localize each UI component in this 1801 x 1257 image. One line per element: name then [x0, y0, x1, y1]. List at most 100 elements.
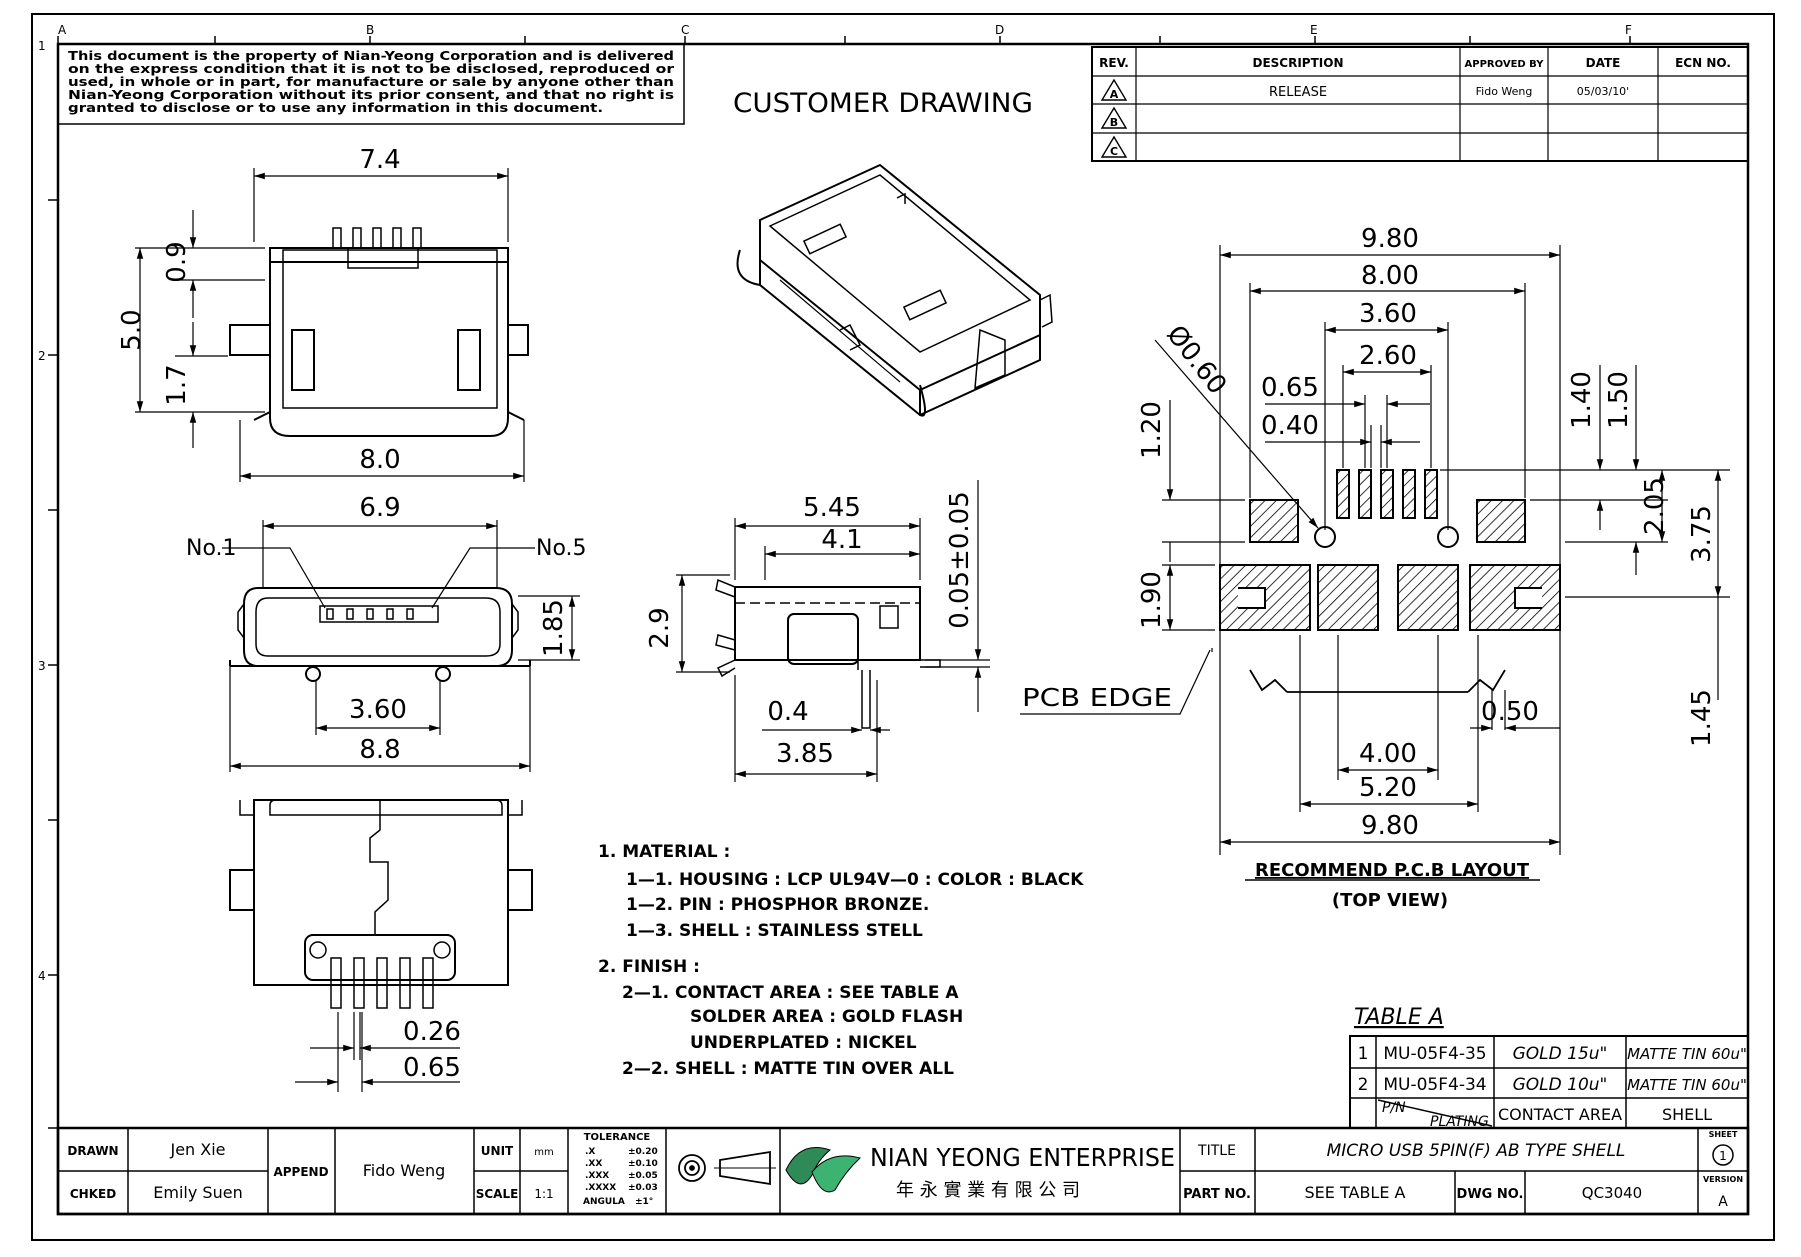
unit-label: UNIT: [481, 1144, 514, 1158]
front-dim-width-top: 7.4: [359, 145, 400, 175]
end-dim-pitch: 3.60: [349, 695, 407, 725]
tolerance-xxxx-val: ±0.03: [628, 1183, 658, 1193]
note-pin: 1—2. PIN : PHOSPHOR BRONZE.: [626, 895, 929, 915]
rev-a-triangle-icon: [1100, 78, 1128, 101]
zone-col-d: D: [995, 23, 1004, 37]
rev-a-label: A: [1110, 88, 1119, 101]
pcb-dim-1-50: 1.50: [1604, 371, 1634, 429]
sheet-value: 1: [1719, 1149, 1727, 1163]
side-dim-length-top: 5.45: [803, 493, 861, 523]
rev-header-ecn: ECN NO.: [1675, 56, 1731, 70]
end-dim-width-bottom: 8.8: [359, 735, 400, 765]
pcb-dim-2-60: 2.60: [1359, 341, 1417, 371]
rev-b-label: B: [1110, 116, 1118, 129]
end-dim-height: 1.85: [539, 599, 569, 657]
rev-header-rev: REV.: [1099, 56, 1129, 70]
sheet-label: SHEET: [1709, 1130, 1738, 1139]
side-dim-coplanarity: 0.05±0.05: [945, 491, 975, 629]
pcb-dim-3-75: 3.75: [1687, 505, 1717, 563]
append-value: Fido Weng: [363, 1161, 446, 1180]
zone-row-4: 4: [38, 969, 46, 983]
note-underplated: UNDERPLATED : NICKEL: [690, 1033, 917, 1053]
pcb-signal-pads: [1336, 469, 1438, 519]
front-dim-height: 5.0: [117, 309, 147, 350]
rev-header-description: DESCRIPTION: [1252, 56, 1343, 70]
drawn-label: DRAWN: [67, 1144, 118, 1158]
zone-col-b: B: [366, 23, 374, 37]
tolerance-x-key: .X: [585, 1147, 595, 1157]
table-a: TABLE A 1 MU-05F4-35 GOLD 15u" MATTE TIN…: [1349, 1005, 1749, 1130]
table-a-row2-no: 2: [1358, 1075, 1369, 1095]
title-label: TITLE: [1197, 1143, 1236, 1159]
dwg-no-label: DWG NO.: [1457, 1187, 1524, 1202]
pcb-layout-subcaption: (TOP VIEW): [1332, 890, 1448, 911]
notice-line-5: granted to disclose or to use any inform…: [68, 100, 603, 115]
tolerance-title: TOLERANCE: [584, 1132, 651, 1143]
end-pin5-label: No.5: [536, 536, 587, 561]
end-pin1-label: No.1: [186, 536, 237, 561]
table-a-footer-shell: SHELL: [1662, 1105, 1712, 1124]
zone-col-c: C: [681, 23, 689, 37]
table-a-footer-pn: P/N: [1382, 1100, 1406, 1116]
side-dim-length-mid: 4.1: [821, 525, 862, 555]
pcb-layout: [1020, 245, 1730, 855]
notice-line-3: used, in whole or in part, for manufactu…: [68, 74, 674, 89]
rev-header-date: DATE: [1586, 56, 1621, 70]
tolerance-x-val: ±0.20: [628, 1147, 658, 1157]
checked-value: Emily Suen: [153, 1183, 242, 1202]
front-view: [135, 168, 529, 482]
note-contact-area: 2—1. CONTACT AREA : SEE TABLE A: [622, 983, 959, 1003]
pcb-dim-8-00: 8.00: [1361, 261, 1419, 291]
end-dim-width-top: 6.9: [359, 493, 400, 523]
notice-line-4: Nian-Yeong Corporation without its prior…: [68, 87, 674, 102]
table-a-title: TABLE A: [1354, 1005, 1444, 1030]
front-dim-0-9: 0.9: [162, 241, 192, 282]
part-no-value: SEE TABLE A: [1305, 1183, 1406, 1202]
rev-a-approved-by: Fido Weng: [1476, 85, 1533, 98]
scale-label: SCALE: [476, 1187, 519, 1201]
company-logo-icon: [785, 1147, 862, 1193]
notice-line-2: on the express condition that it is not …: [68, 61, 675, 76]
zone-row-1: 1: [38, 39, 46, 53]
tolerance-xxx-val: ±0.05: [628, 1171, 658, 1181]
pcb-dim-5-20: 5.20: [1359, 773, 1417, 803]
note-shell-finish: 2—2. SHELL : MATTE TIN OVER ALL: [622, 1059, 954, 1079]
table-a-row2-shell: MATTE TIN 60u": [1627, 1076, 1747, 1094]
drawn-value: Jen Xie: [169, 1140, 225, 1159]
note-finish-heading: 2. FINISH :: [598, 957, 700, 977]
pcb-dim-4-00: 4.00: [1359, 739, 1417, 769]
pcb-pad-right-small: [1476, 499, 1526, 543]
isometric-view: [736, 163, 1053, 417]
dwg-no-value: QC3040: [1582, 1184, 1642, 1202]
rev-a-description: RELEASE: [1269, 85, 1327, 100]
bottom-dim-pin-width: 0.26: [403, 1017, 461, 1047]
revision-table: REV. DESCRIPTION APPROVED BY DATE ECN NO…: [1091, 46, 1749, 162]
company-name: NIAN YEONG ENTERPRISE: [870, 1143, 1175, 1172]
table-a-row2-pn: MU-05F4-34: [1383, 1075, 1486, 1095]
zone-col-e: E: [1310, 23, 1318, 37]
note-solder-area: SOLDER AREA : GOLD FLASH: [690, 1007, 963, 1027]
table-a-footer-contact: CONTACT AREA: [1498, 1105, 1622, 1124]
title-value: MICRO USB 5PIN(F) AB TYPE SHELL: [1327, 1141, 1626, 1161]
confidentiality-notice: This document is the property of Nian-Ye…: [57, 43, 685, 125]
pcb-dim-0-50: 0.50: [1481, 697, 1539, 727]
zone-col-f: F: [1625, 23, 1632, 37]
part-no-label: PART NO.: [1183, 1187, 1251, 1202]
pcb-layout-caption: RECOMMEND P.C.B LAYOUT: [1255, 860, 1530, 881]
pcb-pad-left-small: [1249, 499, 1299, 543]
scale-value: 1:1: [534, 1187, 553, 1201]
tolerance-angle-val: ±1°: [635, 1197, 653, 1207]
zone-col-a: A: [58, 23, 67, 37]
table-a-footer-plating: PLATING: [1430, 1114, 1489, 1130]
version-value: A: [1718, 1194, 1728, 1210]
pcb-mount-pads: [1219, 564, 1561, 631]
front-dim-1-7: 1.7: [162, 364, 192, 405]
rev-c-triangle-icon: [1100, 135, 1128, 158]
table-a-row1-pn: MU-05F4-35: [1383, 1044, 1486, 1064]
material-notes: 1. MATERIAL : 1—1. HOUSING : LCP UL94V—0…: [598, 842, 1084, 1079]
side-dim-0-4: 0.4: [767, 697, 808, 727]
pcb-dim-1-45: 1.45: [1687, 689, 1717, 747]
rev-b-triangle-icon: [1100, 106, 1128, 129]
tolerance-xx-val: ±0.10: [628, 1159, 658, 1169]
